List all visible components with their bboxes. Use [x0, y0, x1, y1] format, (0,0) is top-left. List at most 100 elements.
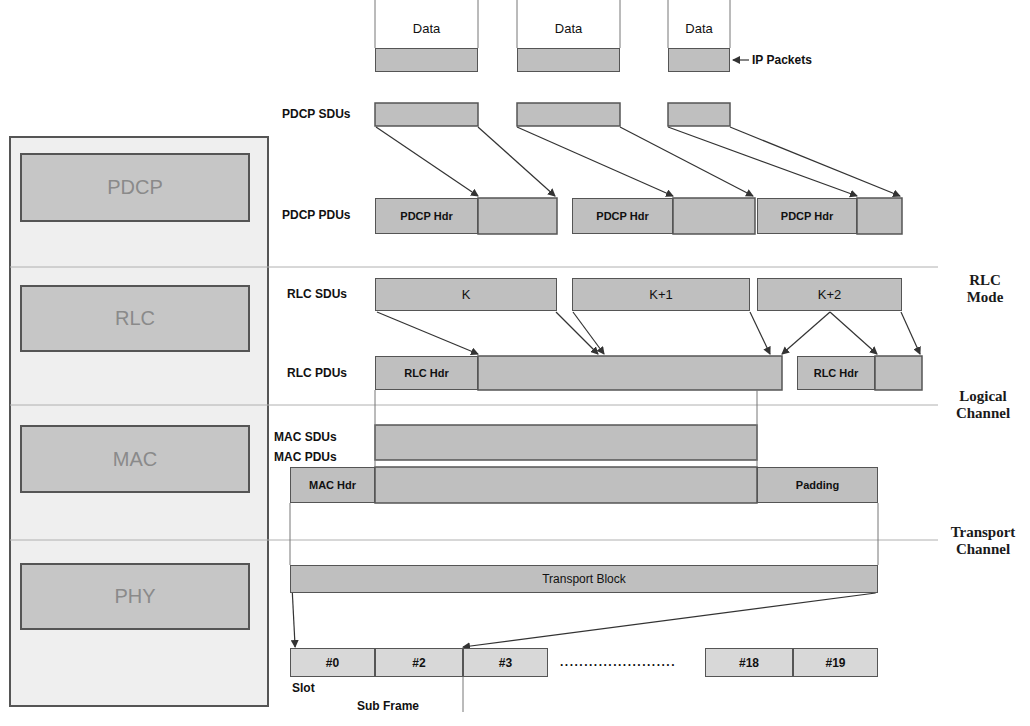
payload-box	[478, 198, 557, 234]
sdu-label: K	[462, 287, 471, 302]
layer-name: PHY	[114, 585, 155, 608]
header-label: PDCP Hdr	[400, 210, 452, 222]
header-box: PDCP Hdr	[757, 198, 857, 234]
slot-box: #2	[375, 648, 463, 677]
guide-line	[290, 503, 291, 565]
slot-box: #3	[463, 648, 548, 677]
sdu-label: K+2	[818, 287, 842, 302]
header-box: RLC Hdr	[797, 356, 875, 390]
rlc-sdu-box: K+2	[757, 278, 902, 311]
boundary-label: RLC Mode	[955, 272, 1015, 306]
packet-label: Data	[376, 21, 477, 36]
mapping-arrow	[517, 127, 673, 196]
guide-line	[878, 503, 879, 565]
layer-name: RLC	[115, 307, 155, 330]
slot-box: #0	[290, 648, 375, 677]
payload-box	[375, 467, 757, 503]
row-label: MAC PDUs	[274, 450, 337, 465]
callout-label: IP Packets	[752, 53, 812, 68]
mapping-arrow	[463, 593, 876, 647]
mapping-arrow	[730, 127, 900, 196]
slot-number: #2	[412, 656, 425, 670]
guide-line	[463, 677, 464, 712]
header-label: PDCP Hdr	[781, 210, 833, 222]
header-box: RLC Hdr	[375, 356, 478, 390]
header-box: PDCP Hdr	[375, 198, 478, 234]
slot-box: #18	[705, 648, 793, 677]
packet-label: Data	[669, 21, 729, 36]
payload-box	[857, 198, 902, 234]
mapping-arrow	[750, 312, 770, 354]
slot-number: #18	[739, 656, 759, 670]
guide-line	[757, 390, 758, 467]
mapping-arrow	[292, 593, 295, 647]
protocol-layer-box: RLC	[20, 285, 250, 352]
mapping-arrow	[620, 127, 753, 196]
mapping-arrow	[573, 312, 604, 354]
column-line	[730, 0, 731, 48]
mapping-arrow	[901, 312, 920, 354]
leader-arrow	[733, 59, 749, 60]
guide-line	[375, 390, 376, 467]
header-label: RLC Hdr	[814, 367, 859, 379]
row-label: PDCP PDUs	[282, 208, 350, 223]
pdcp-sdu-box	[668, 103, 730, 126]
slot-number: #3	[499, 656, 512, 670]
header-label: MAC Hdr	[309, 479, 356, 491]
layer-name: PDCP	[107, 176, 163, 199]
header-box: PDCP Hdr	[572, 198, 673, 234]
transport-block: Transport Block	[290, 565, 878, 593]
header-label: RLC Hdr	[404, 367, 449, 379]
protocol-layer-box: PDCP	[20, 153, 250, 222]
packet-label: Data	[518, 21, 619, 36]
mac-sdu-box	[375, 425, 757, 460]
column-line	[375, 0, 376, 48]
ellipsis: ........................	[560, 655, 676, 670]
block-label: Transport Block	[542, 572, 626, 586]
mapping-arrow	[376, 127, 478, 196]
mapping-arrow	[377, 312, 478, 354]
column-line	[668, 0, 669, 48]
ip-packet-box: Data	[517, 48, 620, 72]
slot-number: #19	[825, 656, 845, 670]
layer-separator	[10, 405, 938, 406]
column-line	[620, 0, 621, 48]
column-line	[478, 0, 479, 48]
mapping-arrow	[478, 127, 555, 196]
payload-box	[875, 356, 922, 390]
boundary-label: Logical Channel	[942, 388, 1024, 422]
pdcp-sdu-box	[375, 103, 478, 126]
payload-box	[478, 356, 782, 390]
layer-separator	[10, 540, 938, 541]
row-label: PDCP SDUs	[282, 107, 350, 122]
row-label: Sub Frame	[357, 699, 419, 714]
pdcp-sdu-box	[517, 103, 620, 126]
layer-separator	[10, 267, 938, 268]
row-label: MAC SDUs	[274, 430, 337, 445]
header-label: PDCP Hdr	[596, 210, 648, 222]
header-box: MAC Hdr	[290, 467, 375, 503]
stack-frame	[10, 137, 268, 706]
mapping-arrow	[830, 312, 877, 354]
slot-box: #19	[793, 648, 878, 677]
layer-name: MAC	[113, 448, 157, 471]
header-box: Padding	[757, 467, 878, 503]
rlc-sdu-box: K+1	[572, 278, 750, 311]
boundary-label: Transport Channel	[942, 524, 1024, 558]
mapping-arrow	[668, 127, 857, 196]
sdu-label: K+1	[649, 287, 673, 302]
mapping-arrow	[782, 312, 830, 354]
row-label: Slot	[292, 681, 315, 696]
slot-number: #0	[326, 656, 339, 670]
protocol-layer-box: MAC	[20, 425, 250, 493]
rlc-sdu-box: K	[375, 278, 557, 311]
row-label: RLC PDUs	[287, 366, 347, 381]
ip-packet-box: Data	[668, 48, 730, 72]
protocol-layer-box: PHY	[20, 563, 250, 630]
header-label: Padding	[796, 479, 839, 491]
ip-packet-box: Data	[375, 48, 478, 72]
row-label: RLC SDUs	[287, 287, 347, 302]
payload-box	[673, 198, 755, 234]
column-line	[517, 0, 518, 48]
